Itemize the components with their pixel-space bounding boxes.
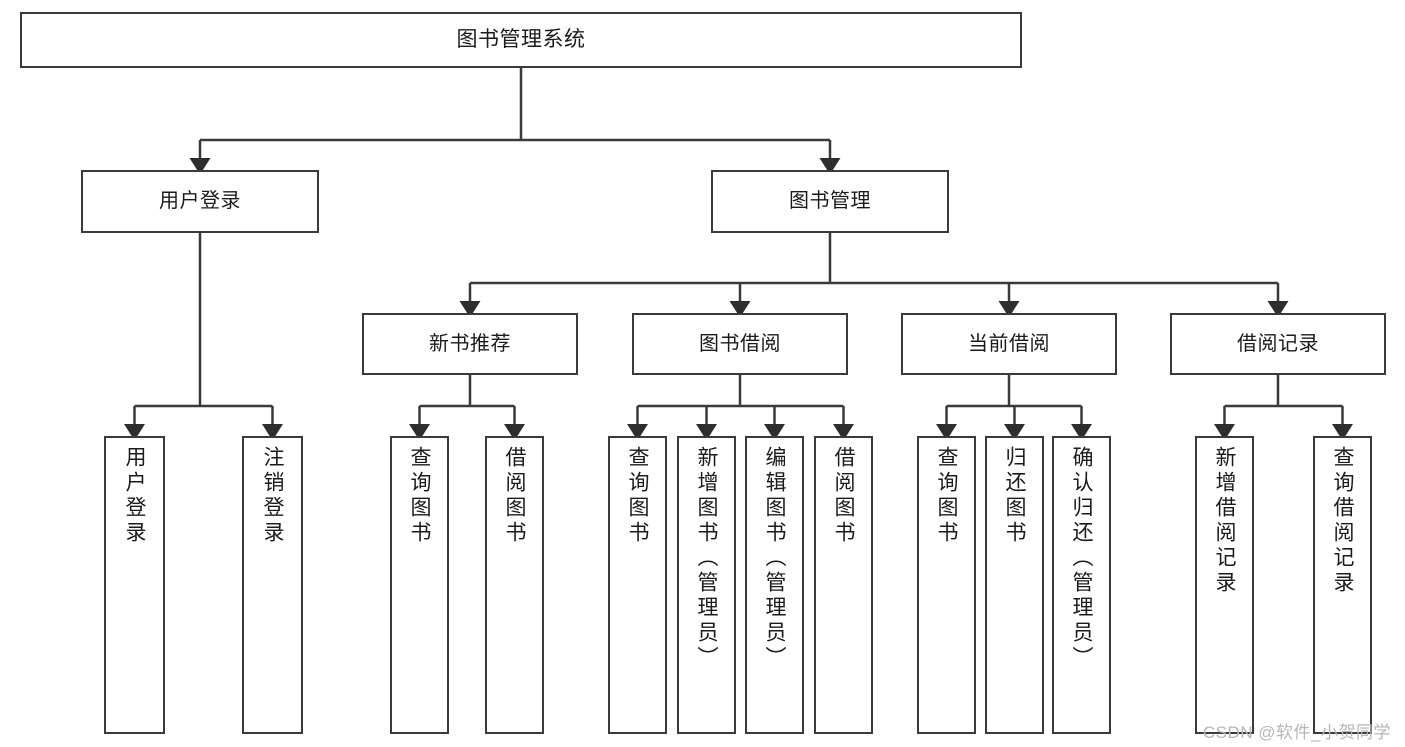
node-label: 注销登录 bbox=[261, 446, 284, 546]
node-bookmgmt[interactable]: 图书管理 bbox=[711, 170, 949, 233]
node-label: 借阅图书 bbox=[503, 446, 526, 546]
node-label: 图书管理 bbox=[789, 190, 871, 213]
node-label: 新增图书（管理员） bbox=[695, 446, 718, 671]
node-leaf-borrow-new[interactable]: 借阅图书 bbox=[485, 436, 544, 734]
node-label: 确认归还（管理员） bbox=[1070, 446, 1093, 671]
node-leaf-borrow-book[interactable]: 借阅图书 bbox=[814, 436, 873, 734]
node-leaf-add-record[interactable]: 新增借阅记录 bbox=[1195, 436, 1254, 734]
node-leaf-query-record[interactable]: 查询借阅记录 bbox=[1313, 436, 1372, 734]
node-label: 借阅记录 bbox=[1237, 332, 1319, 355]
node-label: 借阅图书 bbox=[832, 446, 855, 546]
node-leaf-confirm-ret[interactable]: 确认归还（管理员） bbox=[1052, 436, 1111, 734]
node-label: 编辑图书（管理员） bbox=[763, 446, 786, 671]
node-label: 查询图书 bbox=[935, 446, 958, 546]
node-label: 新增借阅记录 bbox=[1213, 446, 1236, 596]
node-label: 查询借阅记录 bbox=[1331, 446, 1354, 596]
node-leaf-edit-book[interactable]: 编辑图书（管理员） bbox=[745, 436, 804, 734]
node-label: 查询图书 bbox=[626, 446, 649, 546]
node-leaf-query-book[interactable]: 查询图书 bbox=[608, 436, 667, 734]
node-label: 用户登录 bbox=[159, 190, 241, 213]
node-label: 归还图书 bbox=[1003, 446, 1026, 546]
node-current[interactable]: 当前借阅 bbox=[901, 313, 1117, 375]
node-login[interactable]: 用户登录 bbox=[81, 170, 319, 233]
node-label: 当前借阅 bbox=[968, 332, 1050, 355]
node-label: 图书管理系统 bbox=[456, 28, 586, 52]
node-label: 用户登录 bbox=[123, 446, 146, 546]
node-leaf-user-login[interactable]: 用户登录 bbox=[104, 436, 165, 734]
node-leaf-return-book[interactable]: 归还图书 bbox=[985, 436, 1044, 734]
node-leaf-query-cur[interactable]: 查询图书 bbox=[917, 436, 976, 734]
node-leaf-logout[interactable]: 注销登录 bbox=[242, 436, 303, 734]
node-leaf-query-new[interactable]: 查询图书 bbox=[390, 436, 449, 734]
node-leaf-add-book[interactable]: 新增图书（管理员） bbox=[677, 436, 736, 734]
node-label: 图书借阅 bbox=[699, 332, 781, 355]
node-newbook[interactable]: 新书推荐 bbox=[362, 313, 578, 375]
node-records[interactable]: 借阅记录 bbox=[1170, 313, 1386, 375]
node-borrow[interactable]: 图书借阅 bbox=[632, 313, 848, 375]
node-label: 新书推荐 bbox=[429, 332, 511, 355]
node-root[interactable]: 图书管理系统 bbox=[20, 12, 1022, 68]
node-label: 查询图书 bbox=[408, 446, 431, 546]
